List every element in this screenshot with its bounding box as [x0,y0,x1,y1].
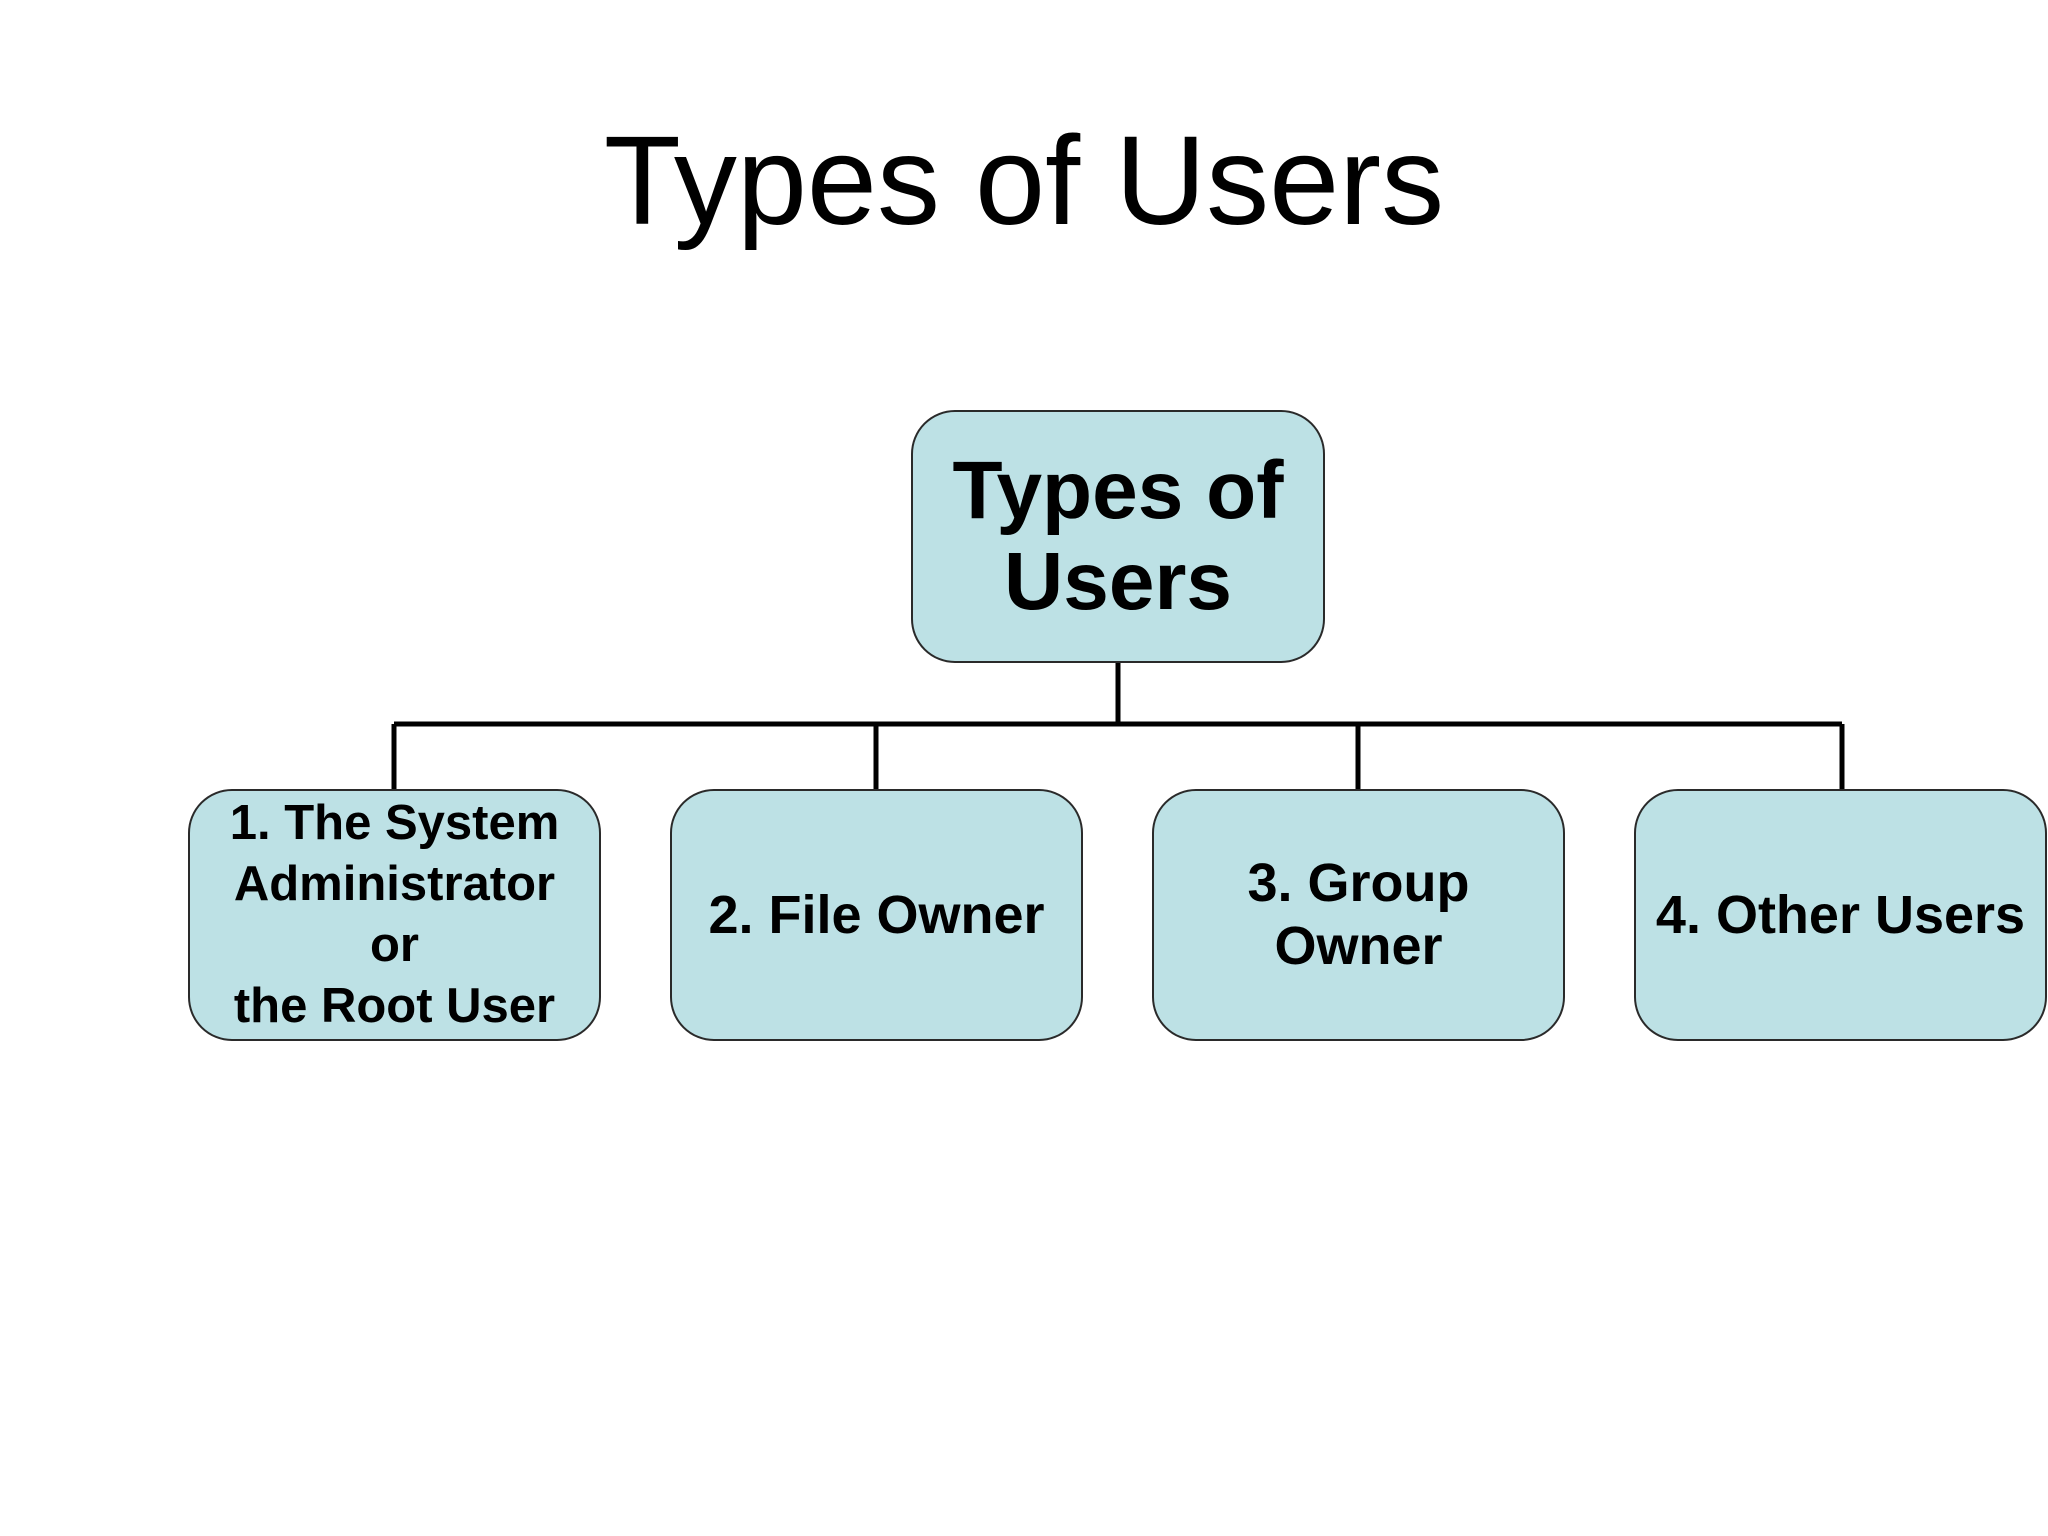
child-node-other-users: 4. Other Users [1634,789,2047,1041]
child-node-label: 1. The System Administrator or the Root … [229,795,560,1034]
child-node-group-owner: 3. Group Owner [1152,789,1565,1041]
child-node-label: 2. File Owner [708,884,1045,945]
child-node-label: 3. Group Owner [1247,853,1470,976]
child-node-system-administrator: 1. The System Administrator or the Root … [188,789,601,1041]
root-node-types-of-users: Types of Users [911,410,1325,663]
child-node-label: 4. Other Users [1655,884,2026,945]
child-node-file-owner: 2. File Owner [670,789,1083,1041]
root-node-label: Types of Users [952,445,1284,627]
slide-title: Types of Users [603,110,1445,251]
